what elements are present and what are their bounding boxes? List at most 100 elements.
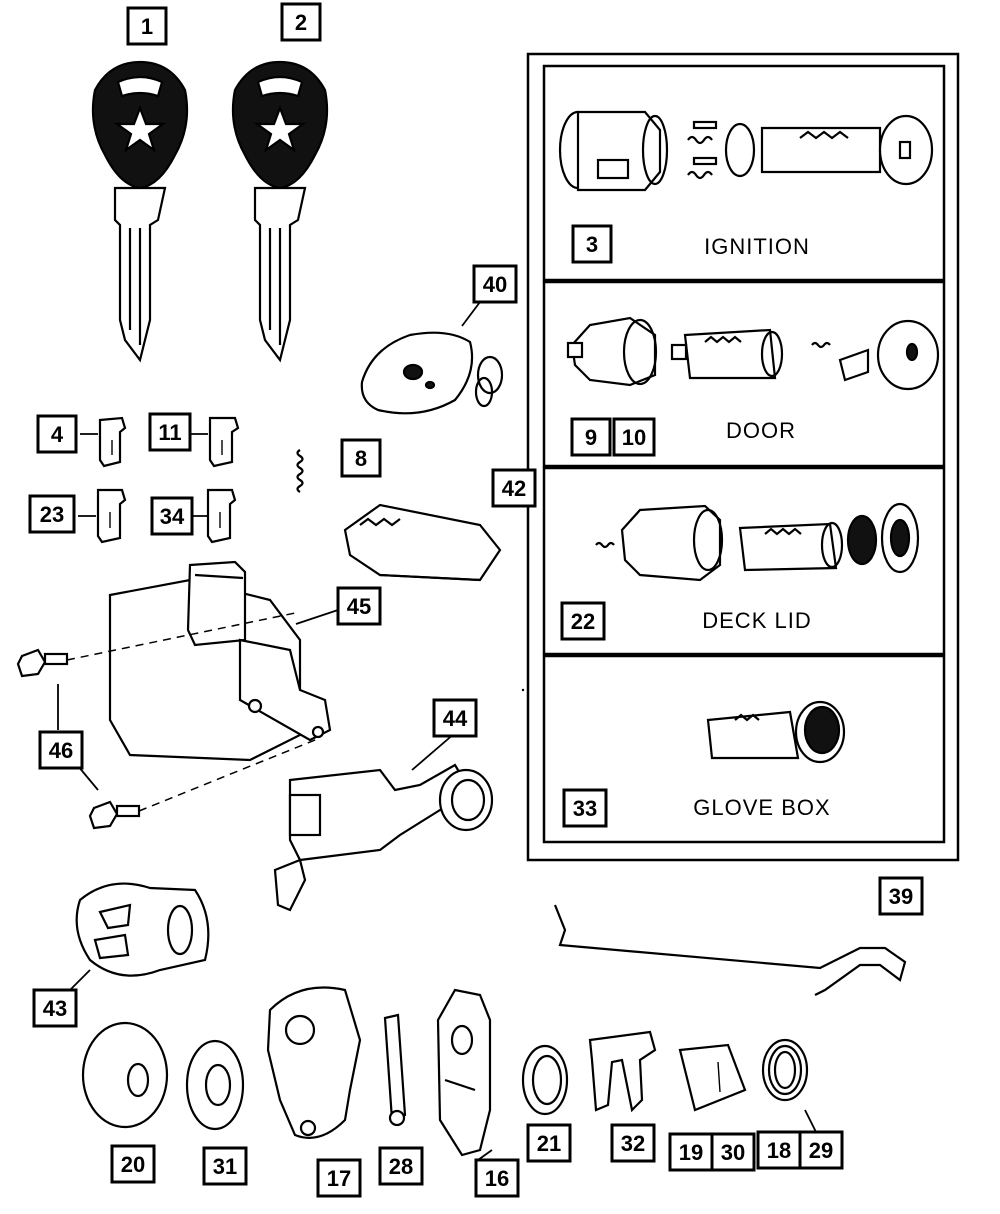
callout-11: 11 [148,412,192,452]
glove-box-cylinder [706,700,846,764]
callout-44: 44 [432,698,478,738]
svg-text:28: 28 [389,1154,413,1179]
key-2 [231,60,329,363]
screw-46-lower-axis [138,737,321,812]
washer-31 [185,1039,245,1131]
callout-16: 16 [474,1158,520,1198]
svg-text:45: 45 [347,594,371,619]
lock-kit-frame [526,52,960,862]
ignition-cylinder [760,114,934,186]
key-1 [91,60,189,363]
stray-dot [521,688,525,692]
ignition-housing [558,110,669,192]
door-shutter [838,348,870,382]
svg-text:19: 19 [679,1140,703,1165]
callout-33: 33 [562,788,608,828]
svg-text:42: 42 [502,476,526,501]
leader-lines [57,301,821,1161]
door-cylinder [670,328,784,380]
callout-23: 23 [28,494,76,534]
linkage-rod-39 [553,904,907,996]
spring-18-29 [761,1038,809,1102]
deck-lid-housing [620,504,724,582]
svg-text:10: 10 [622,425,646,450]
svg-text:33: 33 [573,796,597,821]
deck-lid-bezel [880,502,920,574]
svg-text:1: 1 [141,14,153,39]
key-fob-remote-40 [360,331,504,415]
svg-text:11: 11 [158,420,181,445]
ignition-o-ring [724,122,756,178]
svg-text:18: 18 [767,1138,791,1163]
deck-lid-cylinder [738,521,844,572]
callout-40: 40 [472,264,518,304]
deck-lid-caption: DECK LID [702,608,811,633]
callout-31: 31 [202,1146,248,1186]
door-bezel [876,319,940,391]
svg-text:39: 39 [889,884,913,909]
callout-45: 45 [336,586,382,626]
lever-17 [266,986,362,1139]
ring-21 [521,1044,569,1116]
callout-46: 46 [38,730,84,770]
callout-19: 19 [668,1132,714,1172]
callout-22: 22 [560,601,606,641]
callout-17: 17 [316,1158,362,1198]
svg-text:20: 20 [121,1152,145,1177]
svg-text:4: 4 [51,422,64,447]
callout-30: 30 [710,1132,756,1172]
callout-9: 9 [570,417,612,457]
tumbler-11 [208,416,240,468]
callout-10: 10 [612,417,656,457]
callout-2: 2 [280,2,322,42]
callout-39: 39 [878,876,924,916]
svg-text:17: 17 [327,1166,351,1191]
svg-text:32: 32 [621,1131,645,1156]
control-module-45 [343,503,502,582]
svg-text:30: 30 [721,1140,745,1165]
screw-46-upper [16,648,69,678]
svg-text:21: 21 [537,1131,561,1156]
svg-text:34: 34 [160,504,185,529]
svg-text:44: 44 [443,706,468,731]
glove-box-caption: GLOVE BOX [693,795,830,820]
door-spring [811,341,831,349]
actuator-16 [436,988,492,1157]
svg-text:8: 8 [355,446,367,471]
callout-42: 42 [491,468,537,508]
callout-32: 32 [610,1123,656,1163]
screw-46-lower [88,800,141,830]
deck-lid-spring [595,541,615,549]
steering-column-housing [108,560,332,762]
svg-text:2: 2 [295,10,307,35]
callout-43: 43 [32,988,78,1028]
callout-3: 3 [571,224,613,264]
callout-4: 4 [36,414,78,454]
svg-text:22: 22 [571,609,595,634]
callout-1: 1 [126,6,168,46]
door-housing [566,316,658,387]
lock-bracket-44 [273,763,494,912]
svg-text:29: 29 [809,1138,833,1163]
svg-text:9: 9 [585,425,597,450]
pin-28 [383,1013,407,1127]
callout-20: 20 [110,1144,156,1184]
callout-28: 28 [378,1146,424,1186]
svg-text:40: 40 [483,272,507,297]
svg-text:23: 23 [40,502,64,527]
door-caption: DOOR [726,418,796,443]
svg-text:16: 16 [485,1166,509,1191]
ignition-springs [687,120,718,180]
tumbler-34 [206,488,237,544]
callout-29: 29 [798,1130,844,1170]
shutter-19-30 [678,1043,747,1112]
deck-lid-shutter [846,514,878,566]
retainer-plate-43 [75,882,210,977]
tumbler-4 [98,416,127,468]
callout-8: 8 [340,438,382,478]
callout-18: 18 [756,1130,802,1170]
svg-text:31: 31 [213,1154,237,1179]
callout-21: 21 [526,1123,572,1163]
ignition-caption: IGNITION [704,234,810,259]
